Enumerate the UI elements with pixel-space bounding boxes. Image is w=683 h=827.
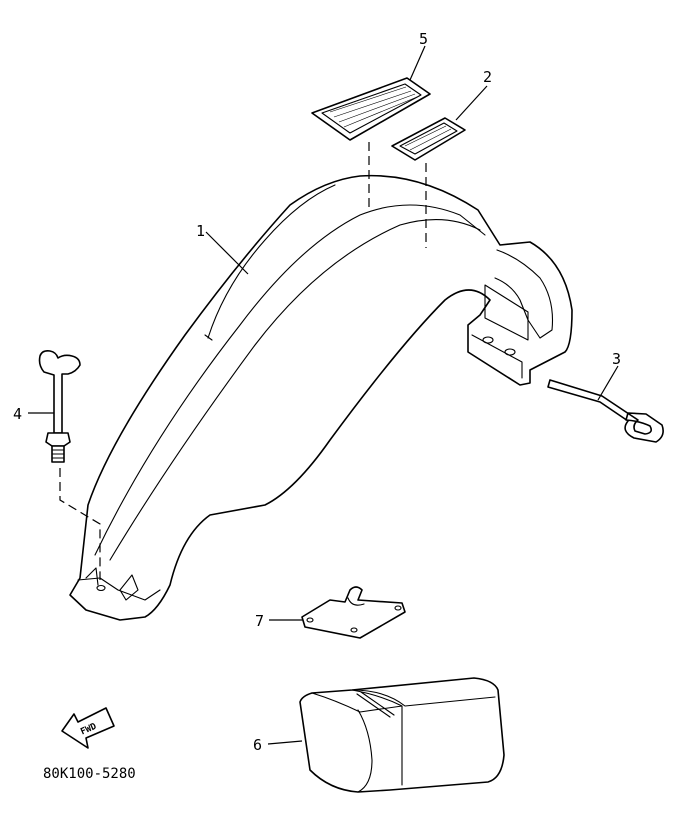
drawing-code: 80K100-5280 [43, 766, 136, 782]
bracket-part-7 [301, 586, 406, 639]
callout-2: 2 [483, 68, 492, 86]
callout-3: 3 [612, 350, 621, 368]
callout-6: 6 [253, 736, 262, 754]
fender-part-1 [69, 174, 573, 621]
bolt-part-4 [38, 350, 81, 463]
callouts: 1 2 3 4 5 6 7 [13, 30, 621, 754]
assembly-lines [59, 142, 427, 580]
callout-7: 7 [255, 612, 264, 630]
forward-arrow: FWD [61, 707, 115, 749]
callout-1: 1 [196, 222, 205, 240]
rod-part-3 [547, 379, 664, 443]
box-part-6 [299, 677, 505, 793]
callout-4: 4 [13, 405, 22, 423]
callout-5: 5 [419, 30, 428, 48]
decal-part-5 [311, 77, 431, 141]
leader-lines [28, 45, 619, 745]
decal-part-2 [391, 117, 466, 161]
